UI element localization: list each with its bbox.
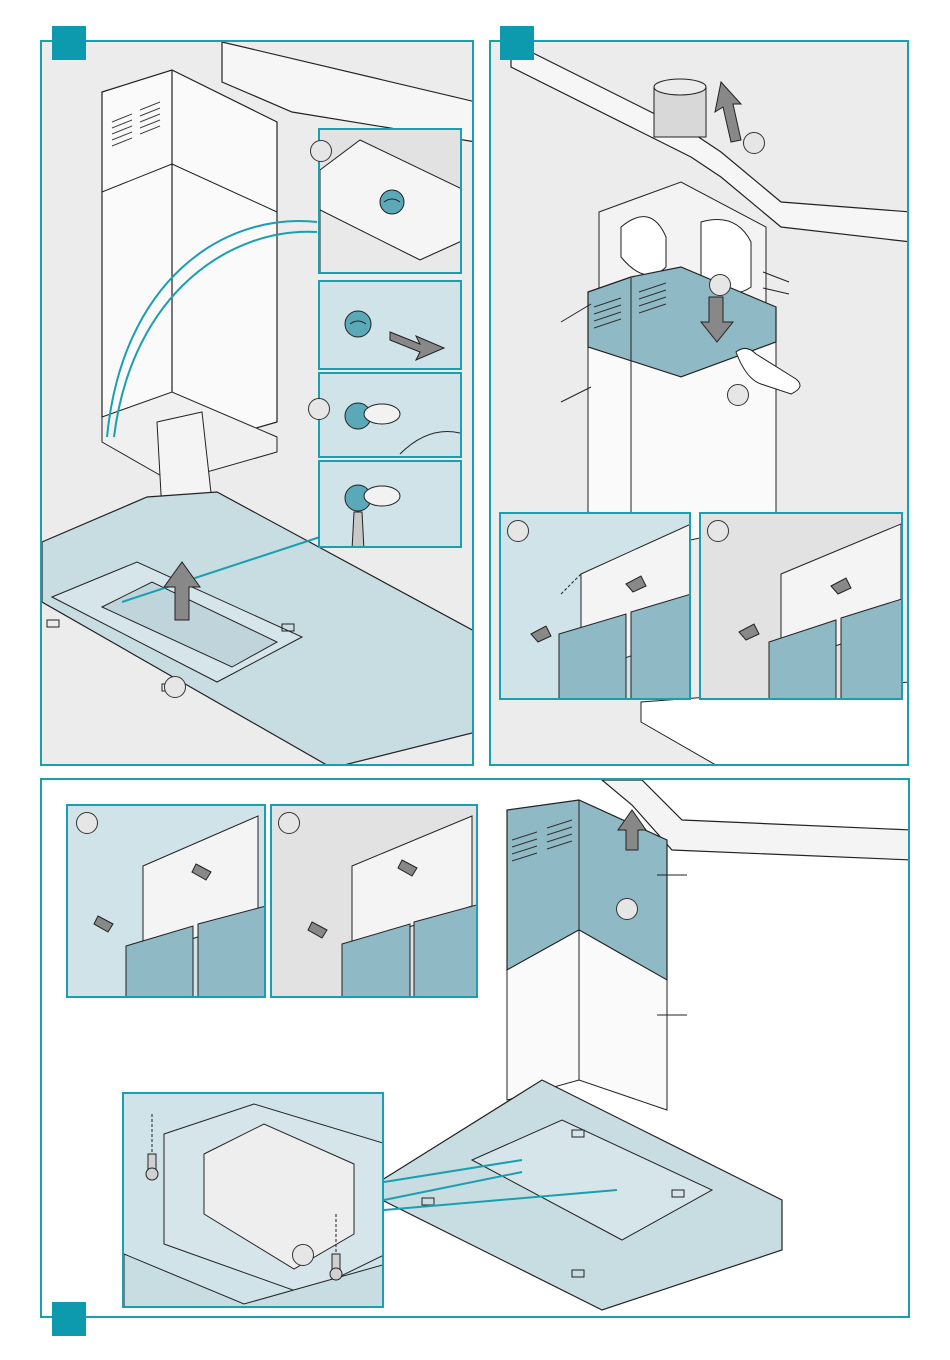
arrow-right-icon	[390, 332, 444, 360]
detail-inset-clip	[318, 128, 462, 274]
callout-marker	[616, 898, 638, 920]
detail-inset-pull	[318, 280, 462, 370]
screw-icon	[330, 1254, 342, 1280]
step-tab-3	[52, 1302, 86, 1336]
arrow-up-icon	[715, 82, 741, 142]
callout-marker	[308, 398, 330, 420]
detail-inset-bracket-d	[270, 804, 478, 998]
callout-marker	[727, 384, 749, 406]
callout-marker	[76, 812, 98, 834]
callout-marker	[278, 812, 300, 834]
callout-marker	[707, 520, 729, 542]
arrow-left-icon	[531, 626, 551, 642]
callout-marker	[310, 140, 332, 162]
step-panel-top-left	[40, 40, 474, 766]
screw-icon	[380, 190, 404, 214]
callout-marker	[507, 520, 529, 542]
detail-inset-bracket-a	[499, 512, 691, 700]
detail-inset-bracket-c	[66, 804, 266, 998]
detail-inset-screwdriver	[318, 460, 462, 548]
callout-marker	[709, 274, 731, 296]
step-tab-1	[52, 26, 86, 60]
callout-marker	[292, 1244, 314, 1266]
detail-inset-bracket-b	[699, 512, 903, 700]
callout-marker	[164, 676, 186, 698]
step-panel-top-right	[489, 40, 909, 766]
arrow-right-icon	[94, 916, 113, 932]
screwdriver-icon	[352, 512, 364, 548]
step-tab-2	[500, 26, 534, 60]
arrow-left-icon	[739, 624, 759, 640]
detail-inset-rotate	[318, 372, 462, 458]
screw-icon	[146, 1154, 158, 1180]
step-panel-bottom	[40, 778, 910, 1318]
callout-marker	[743, 132, 765, 154]
detail-inset-screws	[122, 1092, 384, 1308]
arrow-right-icon	[308, 922, 327, 938]
